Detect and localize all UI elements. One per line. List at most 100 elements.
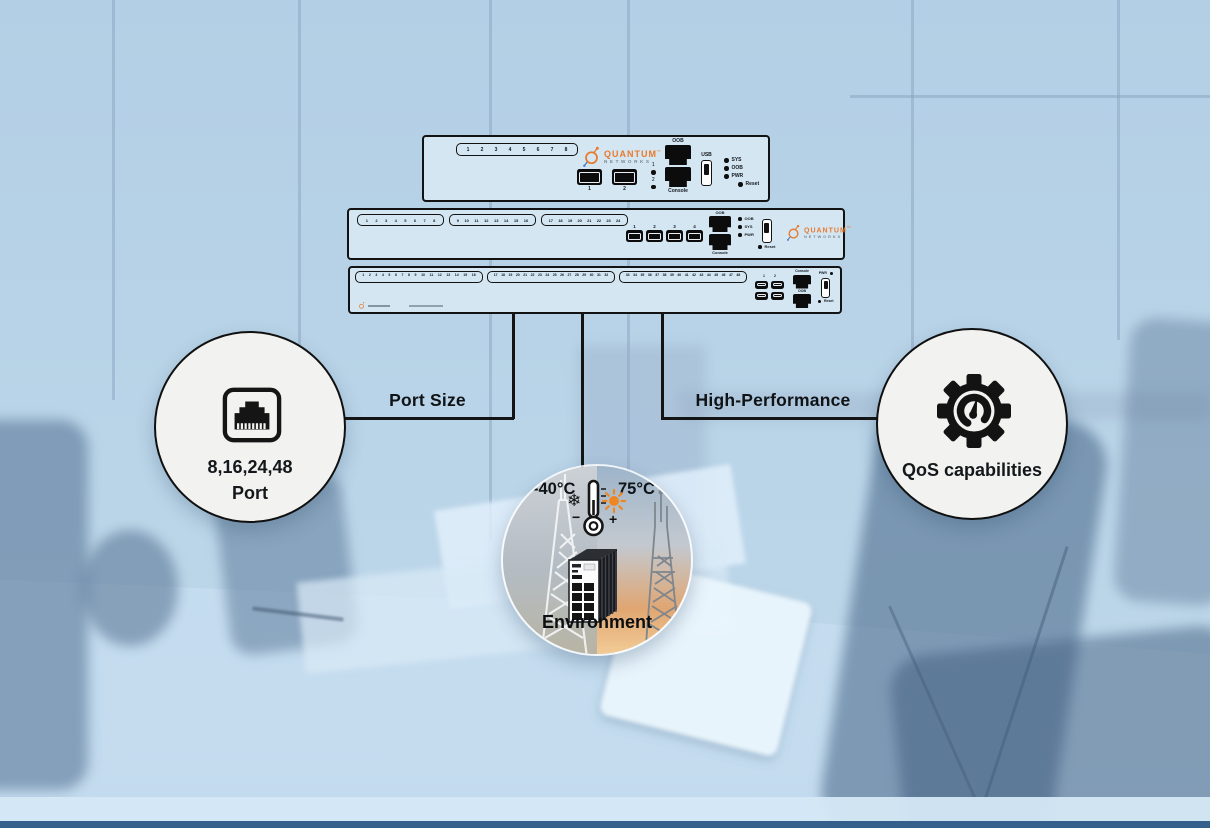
usb-reset-block: PWR Reset xyxy=(818,271,834,303)
port-number-label: 31 xyxy=(596,273,601,277)
port-number-label: 14 xyxy=(503,218,509,223)
brand-primary: QUANTUM xyxy=(604,148,657,159)
sfp-port-label: 3 xyxy=(673,224,676,229)
chair-silhouette-bottomright xyxy=(887,622,1210,828)
port-number-label: 1 xyxy=(362,273,365,277)
sun-icon xyxy=(601,488,627,514)
status-led-row: OOB xyxy=(724,166,759,171)
port-number-label: 19 xyxy=(567,218,573,223)
port-number-label: 29 xyxy=(582,273,587,277)
port-number-label: 11 xyxy=(429,273,434,277)
sfp-port-item: 2 xyxy=(612,169,637,193)
port-number-label: 3 xyxy=(384,218,388,223)
reset-label: Reset xyxy=(824,298,834,303)
port-number-label: 15 xyxy=(463,273,468,277)
environment-label: Environment xyxy=(541,612,652,632)
usb-port xyxy=(701,160,712,186)
sfp-port xyxy=(646,230,663,243)
status-led xyxy=(724,166,729,171)
qos-callout: QoS capabilities xyxy=(876,328,1068,520)
port-number-label: 4 xyxy=(394,218,397,223)
connector-line-horizontal-left xyxy=(341,417,514,420)
oob-label: OOB xyxy=(715,210,725,215)
port-number-label: 17 xyxy=(493,273,498,277)
port-number-label: 6 xyxy=(394,273,397,277)
status-led-label: OOB xyxy=(744,216,754,221)
status-led-row: SYS xyxy=(724,158,759,163)
port-number-label: 2 xyxy=(368,273,371,277)
port-number-label: 9 xyxy=(456,218,459,223)
status-led-row: PWR xyxy=(738,233,754,237)
status-led xyxy=(724,158,729,163)
sfp-port-label: 1 xyxy=(633,224,636,229)
port-number-label: 11 xyxy=(474,218,479,223)
sfp-port-item: 3 xyxy=(666,223,683,243)
chair-silhouette-topright xyxy=(1112,316,1210,608)
port-number-label: 5 xyxy=(388,273,391,277)
port-number-label: 30 xyxy=(589,273,594,277)
port-size-label: Port Size xyxy=(389,390,466,410)
port-number-label: 10 xyxy=(421,273,425,277)
port-number-label: 1 xyxy=(365,218,368,223)
port-number-label: 9 xyxy=(414,273,417,277)
port-number-label: 27 xyxy=(567,273,572,277)
status-led-row: OOB xyxy=(738,217,754,221)
port-number-label: 39 xyxy=(669,273,674,277)
port-number-label: 3 xyxy=(375,273,378,277)
uplink-led-label: 2 xyxy=(651,176,655,183)
window-mullion xyxy=(112,0,115,400)
sfp-port xyxy=(666,230,683,243)
status-led xyxy=(738,233,742,237)
sfp-port xyxy=(771,291,784,300)
sfp-port xyxy=(755,280,768,289)
port-number-label: 2 xyxy=(480,147,484,153)
port-number-label: 36 xyxy=(647,273,652,277)
port-number-label: 7 xyxy=(423,218,426,223)
port-number-label: 20 xyxy=(577,218,582,223)
rj45-port-grid xyxy=(624,278,742,280)
chair-leg xyxy=(888,605,987,823)
port-number-label: 45 xyxy=(714,273,719,277)
sfp-port-label: 2 xyxy=(653,224,656,229)
port-number-label: 7 xyxy=(550,147,554,153)
port-number-label: 28 xyxy=(574,273,579,277)
uplink-led xyxy=(651,184,656,189)
port-number-label: 23 xyxy=(606,218,611,223)
sfp-port-label: 1 xyxy=(588,186,591,192)
connector-line-vertical-center xyxy=(581,313,584,471)
port-number-label: 2 xyxy=(375,218,378,223)
status-led xyxy=(738,225,742,229)
port-number-label: 48 xyxy=(736,273,741,277)
trademark-mark: ™ xyxy=(846,225,852,231)
uplink-led xyxy=(651,170,656,175)
sfp-port xyxy=(626,230,643,243)
port-number-label: 3 xyxy=(494,147,498,153)
model-badge xyxy=(358,302,443,310)
port-number-label: 8 xyxy=(433,218,436,223)
port-number-label: 6 xyxy=(536,147,540,153)
status-led-label: SYS xyxy=(731,157,742,163)
usb-port xyxy=(761,219,772,243)
connector-line-vertical-left xyxy=(512,313,515,419)
port-number-label: 15 xyxy=(513,218,519,223)
sfp-port xyxy=(771,280,784,289)
port-number-label: 17 xyxy=(548,218,554,223)
port-size-callout: 8,16,24,48 Port xyxy=(154,331,346,523)
model-text-smudge xyxy=(409,304,443,308)
port-number-label: 26 xyxy=(560,273,565,277)
port-number-label: 47 xyxy=(728,273,733,277)
port-number-label: 25 xyxy=(552,273,557,277)
